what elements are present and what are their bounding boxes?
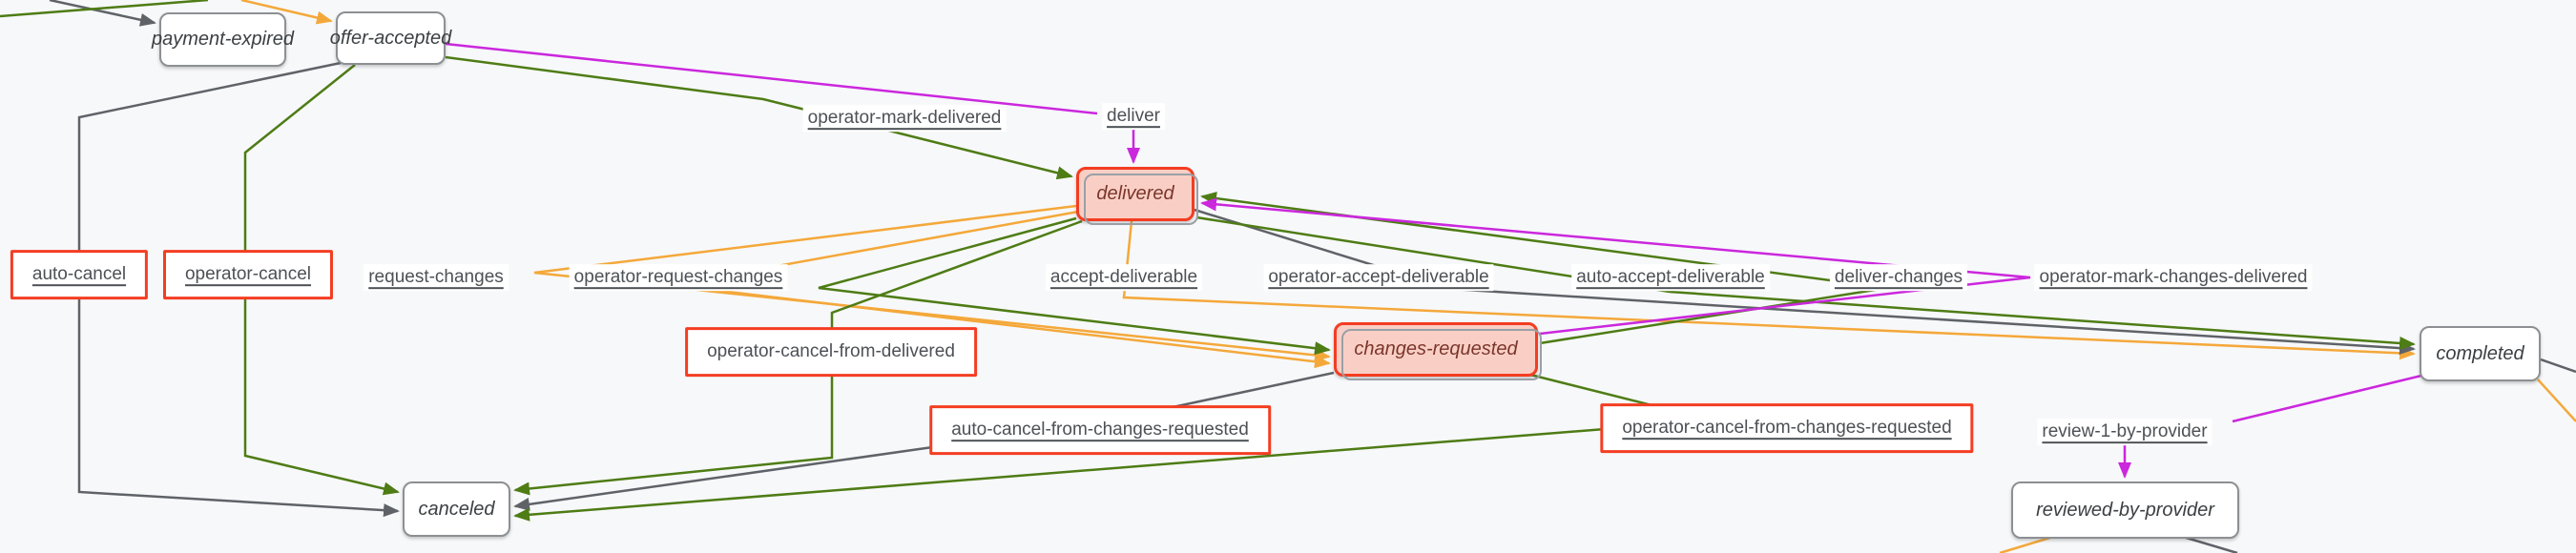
edge-request-changes bbox=[533, 204, 1331, 362]
edge-label-accept-deliverable[interactable]: accept-deliverable bbox=[1045, 264, 1203, 291]
edge-label-review-1-by-provider[interactable]: review-1-by-provider bbox=[2037, 419, 2212, 445]
edge-auto-accept-deliverable bbox=[1195, 215, 2416, 350]
edge-delivered-to-changes-requested bbox=[818, 216, 1331, 356]
edge-label-deliver-changes[interactable]: deliver-changes bbox=[1829, 264, 1968, 291]
edge-label-deliver[interactable]: deliver bbox=[1102, 103, 1165, 130]
edge-completed-out-bottom bbox=[2537, 379, 2576, 422]
edge-label-operator-mark-changes-delivered[interactable]: operator-mark-changes-delivered bbox=[2034, 264, 2313, 291]
node-reviewed-by-provider[interactable]: reviewed-by-provider bbox=[2011, 481, 2239, 539]
edge-operator-cancel bbox=[243, 64, 400, 496]
edge-incoming-offer-accepted bbox=[240, 0, 333, 25]
edge-label-auto-accept-deliverable[interactable]: auto-accept-deliverable bbox=[1571, 264, 1770, 291]
node-delivered[interactable]: delivered bbox=[1076, 167, 1198, 225]
edge-label-auto-cancel-from-changes-requested[interactable]: auto-cancel-from-changes-requested bbox=[929, 405, 1271, 455]
edge-completed-out-right bbox=[2540, 358, 2576, 374]
edge-reviewed-out-left bbox=[1999, 535, 2054, 553]
edge-accept-deliverable bbox=[1122, 220, 2416, 360]
edge-label-operator-cancel-from-changes-requested[interactable]: operator-cancel-from-changes-requested bbox=[1600, 403, 1974, 453]
edge-deliver-segment-a bbox=[445, 42, 1098, 115]
node-offer-accepted[interactable]: offer-accepted bbox=[330, 11, 451, 65]
edge-label-request-changes[interactable]: request-changes bbox=[364, 264, 509, 291]
edge-auto-cancel bbox=[77, 61, 400, 518]
edge-offscreen-top-left bbox=[0, 0, 209, 18]
edge-label-operator-request-changes[interactable]: operator-request-changes bbox=[569, 264, 788, 291]
node-completed[interactable]: completed bbox=[2420, 326, 2541, 381]
node-changes-requested[interactable]: changes-requested bbox=[1334, 322, 1542, 380]
edge-operator-mark-changes-delivered bbox=[1200, 197, 2031, 336]
edge-review-1-by-provider-segment-a bbox=[2232, 374, 2422, 423]
edge-label-operator-mark-delivered[interactable]: operator-mark-delivered bbox=[802, 105, 1007, 132]
edge-label-operator-cancel[interactable]: operator-cancel bbox=[162, 250, 334, 299]
edge-label-operator-accept-deliverable[interactable]: operator-accept-deliverable bbox=[1263, 264, 1494, 291]
edge-incoming-payment-expired bbox=[49, 0, 156, 27]
edge-operator-cancel-from-delivered bbox=[513, 219, 1083, 496]
node-payment-expired[interactable]: payment-expired bbox=[152, 12, 294, 67]
edge-operator-mark-delivered bbox=[445, 55, 1073, 180]
edge-label-auto-cancel[interactable]: auto-cancel bbox=[10, 250, 149, 299]
edge-reviewed-out-right bbox=[2182, 535, 2238, 553]
node-canceled[interactable]: canceled bbox=[403, 481, 510, 537]
edge-label-operator-cancel-from-delivered[interactable]: operator-cancel-from-delivered bbox=[685, 327, 977, 377]
